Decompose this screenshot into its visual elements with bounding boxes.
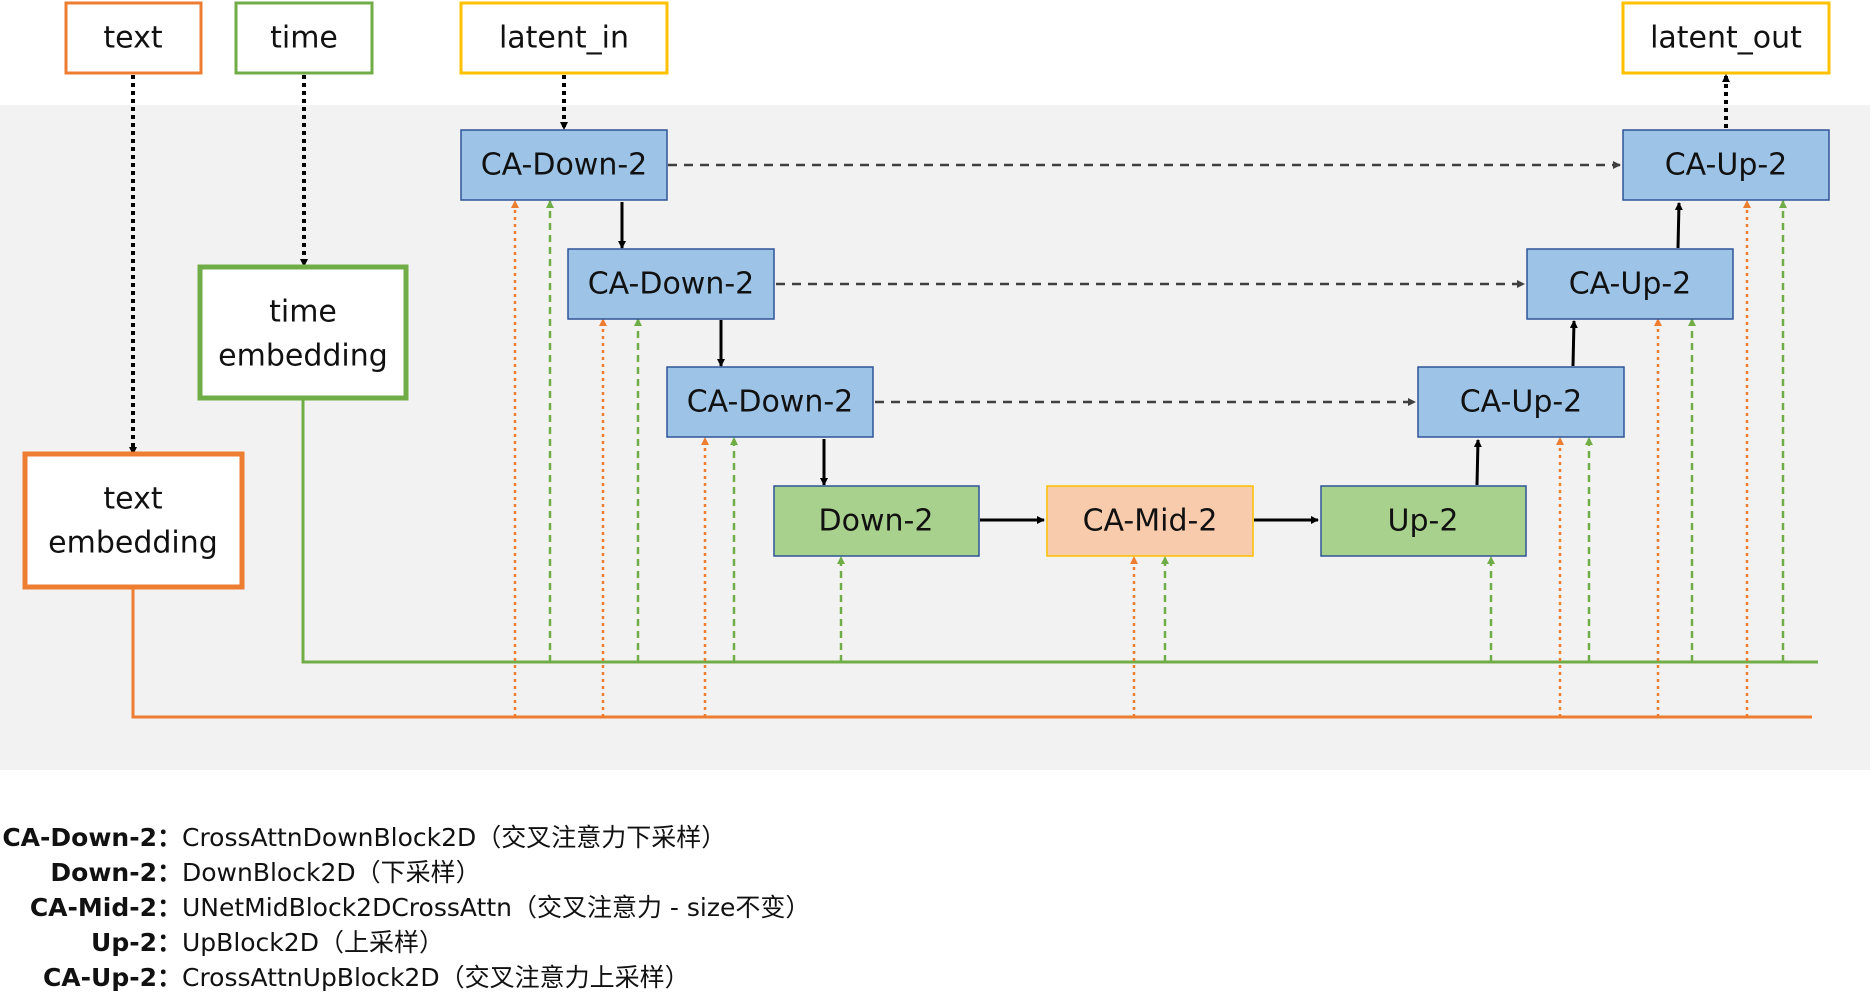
up-block	[1320, 485, 1527, 557]
legend-key: Down-2：	[50, 858, 182, 887]
skip-connections	[668, 161, 1621, 406]
text-embedding-bus	[131, 589, 1812, 719]
legend-description: UNetMidBlock2DCrossAttn（交叉注意力 - size不变）	[182, 893, 811, 922]
ca-down-block-2	[567, 248, 775, 320]
legend-row-ca-mid: CA-Mid-2： UNetMidBlock2DCrossAttn（交叉注意力 …	[0, 890, 900, 925]
ca-mid-block-label: CA-Mid-2	[1083, 504, 1218, 539]
legend-row-up: Up-2： UpBlock2D（上采样）	[0, 925, 900, 960]
ca-down-block-3	[666, 366, 874, 438]
flow-up4-to-up3	[1473, 439, 1482, 486]
legend-row-ca-up: CA-Up-2： CrossAttnUpBlock2D（交叉注意力上采样）	[0, 960, 900, 995]
text-conditioning-arrows	[511, 200, 1751, 717]
time-input-box	[234, 1, 374, 75]
ca-up-block-3-label: CA-Up-2	[1460, 385, 1583, 420]
ca-down-block-3-label: CA-Down-2	[687, 385, 854, 420]
text-embedding-box	[22, 451, 245, 590]
ca-up-block-2-label: CA-Up-2	[1569, 267, 1692, 302]
ca-up-block-1-label: CA-Up-2	[1665, 148, 1788, 183]
ca-up-block-2	[1526, 248, 1734, 320]
unet-diagram: text time latent_in latent_out time embe…	[0, 1, 1870, 770]
flow-up3-to-up2	[1569, 320, 1578, 367]
legend-key: CA-Up-2：	[42, 963, 182, 992]
legend-row-down: Down-2： DownBlock2D（下采样）	[0, 855, 900, 890]
up-block-label: Up-2	[1388, 504, 1459, 539]
latent-in-box	[459, 1, 669, 75]
latent-in-label: latent_in	[499, 21, 629, 56]
ca-down-block-1-label: CA-Down-2	[481, 148, 648, 183]
down-block	[773, 485, 980, 557]
time-input-label: time	[270, 21, 338, 56]
text-input-box	[64, 1, 203, 75]
main-flow-arrows	[618, 202, 1683, 524]
legend-key: CA-Down-2：	[2, 823, 182, 852]
legend-key: CA-Mid-2：	[29, 893, 182, 922]
text-embedding-label-line1: text	[103, 482, 162, 517]
ca-mid-block	[1046, 485, 1254, 557]
legend-description: UpBlock2D（上采样）	[182, 928, 444, 957]
ca-down-block-1	[460, 129, 668, 201]
ca-up-block-1	[1622, 129, 1830, 201]
time-embedding-bus	[301, 400, 1818, 664]
down-block-label: Down-2	[819, 504, 934, 539]
latent-out-box	[1621, 1, 1831, 75]
legend-description: DownBlock2D（下采样）	[182, 858, 481, 887]
ca-down-block-2-label: CA-Down-2	[588, 267, 755, 302]
time-embedding-label-line2: embedding	[218, 339, 388, 374]
ca-up-block-3	[1417, 366, 1625, 438]
flow-up2-to-up1	[1674, 202, 1683, 249]
legend-key: Up-2：	[91, 928, 182, 957]
legend-description: CrossAttnDownBlock2D（交叉注意力下采样）	[182, 823, 727, 852]
legend-description: CrossAttnUpBlock2D（交叉注意力上采样）	[182, 963, 690, 992]
text-embedding-label-line2: embedding	[48, 526, 218, 561]
time-embedding-label-line1: time	[269, 295, 337, 330]
latent-out-label: latent_out	[1650, 21, 1802, 56]
legend: CA-Down-2： CrossAttnDownBlock2D（交叉注意力下采样…	[0, 820, 900, 995]
legend-row-ca-down: CA-Down-2： CrossAttnDownBlock2D（交叉注意力下采样…	[0, 820, 900, 855]
text-input-label: text	[103, 21, 162, 56]
time-embedding-box	[197, 264, 409, 401]
time-conditioning-arrows	[546, 200, 1787, 662]
